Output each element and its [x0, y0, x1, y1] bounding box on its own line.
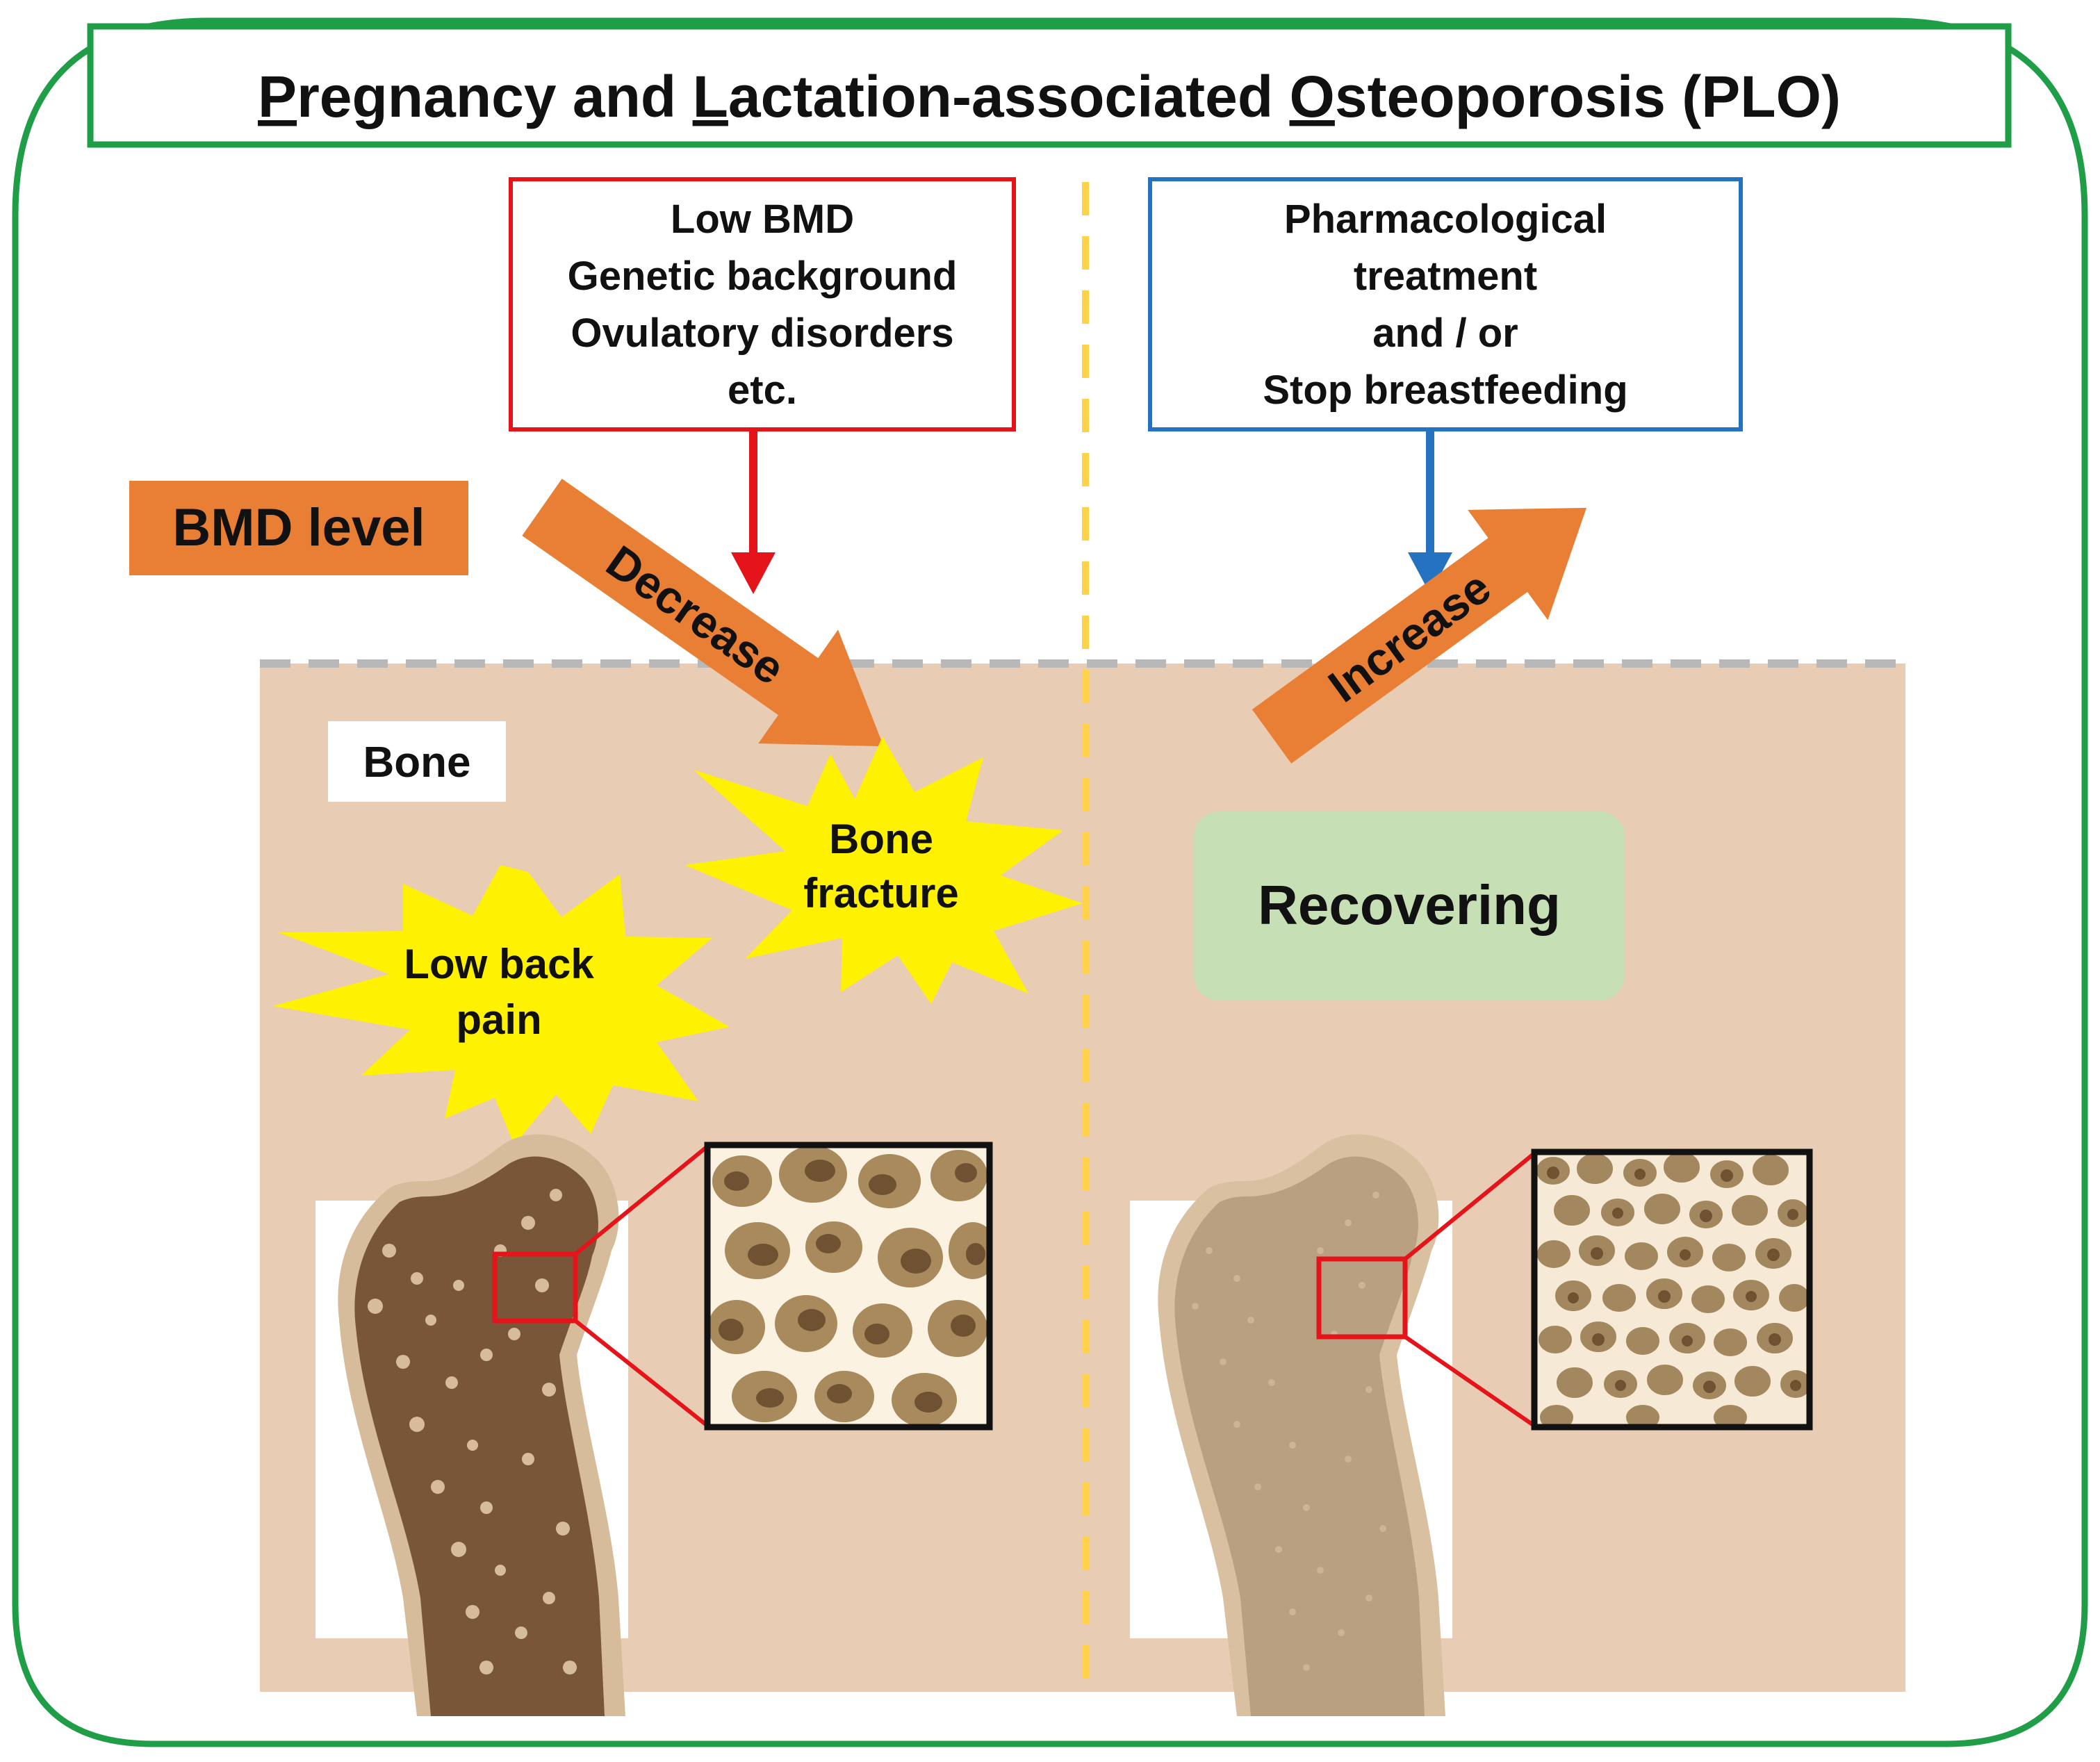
- recovering-box: [1194, 812, 1625, 1001]
- bone-fracture-label: fracture: [803, 870, 958, 916]
- low-back-pain-label: pain: [456, 996, 541, 1043]
- trabecular-pattern-large: [707, 1145, 990, 1427]
- recovering-label: Recovering: [1258, 874, 1561, 936]
- page-title: Pregnancy and Lactation-associated Osteo…: [258, 64, 1841, 129]
- low-back-pain-label: Low back: [404, 941, 594, 987]
- bone-label: Bone: [363, 739, 471, 787]
- risk-factors-box: [509, 177, 1016, 431]
- zoom-connector: [574, 1319, 709, 1428]
- low-back-pain-burst: [272, 865, 730, 1145]
- bmd-level-badge: [129, 481, 468, 575]
- increase-arrow: [1252, 507, 1587, 764]
- treatment-line: Stop breastfeeding: [1263, 368, 1627, 413]
- treatment-line: treatment: [1354, 254, 1537, 299]
- treatment-line: Pharmacological: [1284, 197, 1607, 242]
- zoom-connector: [1404, 1151, 1536, 1261]
- risk-factor-line: etc.: [728, 368, 797, 413]
- trabecular-pattern-dense: [1534, 1152, 1810, 1427]
- risk-factor-line: Low BMD: [671, 197, 854, 242]
- treatment-arrowhead: [1408, 552, 1452, 594]
- risk-factor-line: Ovulatory disorders: [571, 311, 953, 356]
- treatment-line: and / or: [1372, 311, 1518, 356]
- bone-fracture-burst: [684, 736, 1083, 1004]
- bone-label-box: [328, 721, 506, 802]
- decrease-arrow: [522, 479, 884, 747]
- zoom-connector: [574, 1144, 709, 1256]
- risk-factor-line: Genetic background: [568, 254, 958, 299]
- title-box: [87, 23, 2012, 148]
- treatment-box: [1148, 177, 1743, 431]
- zoom-connector: [1404, 1335, 1536, 1428]
- zoom-region-left: [492, 1251, 578, 1324]
- bmd-level-label: BMD level: [172, 498, 425, 557]
- zoom-region-right: [1316, 1256, 1408, 1340]
- outer-frame: [12, 17, 2088, 1747]
- risk-arrowhead: [731, 552, 776, 594]
- bone-fracture-label: Bone: [829, 816, 933, 862]
